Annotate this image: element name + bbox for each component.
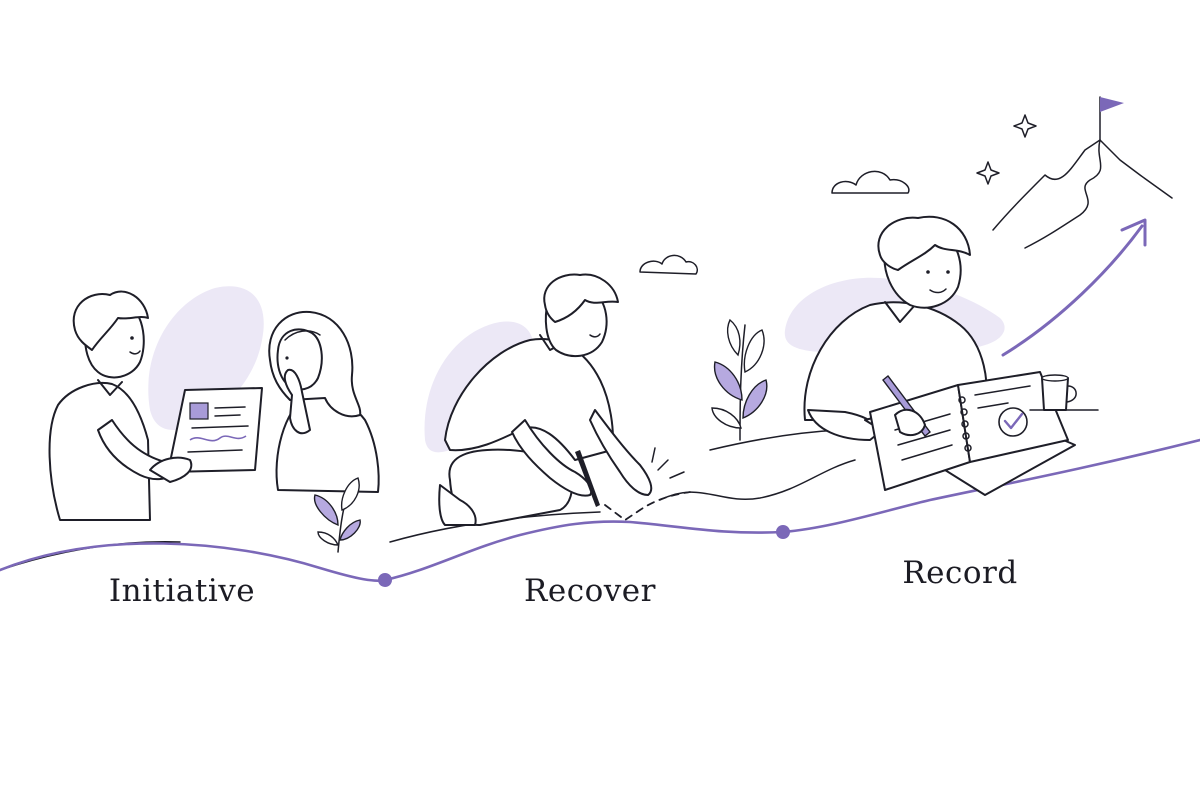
stage-label-initiative: Initiative (108, 573, 256, 609)
stage-label-record: Record (902, 555, 1018, 591)
stage-label-recover: Recover (524, 573, 656, 609)
ground-line-right (659, 459, 856, 501)
writer-hair (877, 215, 971, 271)
milestone-dot-1 (378, 573, 392, 587)
cloud-icon-large (831, 170, 910, 194)
journey-path (0, 438, 1200, 582)
man-body (48, 382, 151, 521)
mountain-icon (992, 139, 1173, 249)
coffee-mug-icon (1029, 374, 1099, 411)
man-kneeling (438, 273, 653, 527)
scene-recover (438, 254, 768, 527)
ground-line-far (709, 429, 841, 451)
man-writing (803, 215, 988, 441)
sparkle-icon (976, 114, 1037, 185)
scene-record (803, 96, 1173, 496)
pen-icon (575, 450, 600, 507)
woman-hand (283, 368, 311, 435)
kneeling-arm (511, 419, 593, 497)
dashed-trail (604, 491, 691, 522)
kneeling-shoe (438, 484, 477, 526)
milestone-dot-2 (776, 525, 790, 539)
man-presenting (48, 290, 263, 521)
document-icon (167, 387, 263, 473)
flag-icon (1099, 96, 1124, 141)
notebook-spiral (958, 396, 972, 452)
arrow-icon (1001, 218, 1147, 357)
kneeling-arm-right (589, 409, 653, 496)
plant-icon (313, 477, 361, 553)
man-hand (149, 456, 193, 483)
kneeling-hair (543, 273, 619, 323)
cloud-icon (639, 254, 698, 275)
man-hair (72, 290, 149, 351)
scene-initiative (48, 290, 380, 553)
spark-lines (651, 447, 685, 479)
plant-icon-recover (711, 318, 768, 441)
writer-hand (882, 375, 931, 437)
checkmark-icon (998, 407, 1028, 437)
woman-listening (268, 310, 380, 493)
